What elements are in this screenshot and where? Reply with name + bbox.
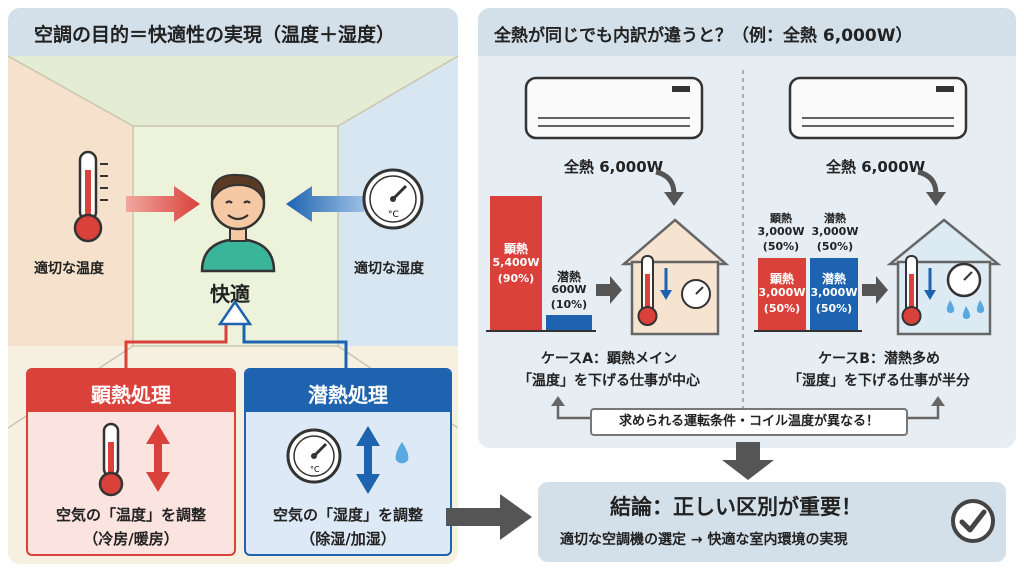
case-a-bar2-name: 潜熱	[556, 270, 581, 284]
latent-heat-line2: （除湿/加湿）	[300, 530, 396, 548]
right-panel: 全熱が同じでも内訳が違うと？（例：全熱 6,000W） 全熱 6,000W 顕熱…	[478, 8, 1016, 448]
case-b-top2-name: 潜熱	[824, 212, 846, 225]
sensible-heat-line1: 空気の「温度」を調整	[55, 506, 206, 524]
case-a-bar1-pct: (90%)	[497, 272, 535, 285]
latent-heat-line1: 空気の「湿度」を調整	[272, 506, 423, 524]
right-panel-title: 全熱が同じでも内訳が違うと？（例：全熱 6,000W）	[494, 26, 913, 46]
latent-heat-box: 潜熱処理 °C 空気の「湿度」を調整 （除湿/加湿）	[244, 368, 452, 556]
case-a-bar-latent	[546, 315, 592, 330]
temp-label: 適切な温度	[34, 261, 104, 277]
latent-icons: °C	[286, 426, 409, 494]
case-b-curved-arrow	[917, 169, 946, 206]
case-b-top2-value: 3,000W	[811, 225, 859, 238]
case-a-bar-sensible	[490, 196, 542, 330]
case-b-bar1-value: 3,000W	[758, 286, 806, 299]
case-b-bar-latent	[810, 258, 858, 330]
case-b-baseline	[754, 330, 862, 332]
connector-arrows	[124, 299, 348, 376]
note-box: 求められる運転条件・コイル温度が異なる！	[590, 408, 908, 436]
case-a-baseline	[486, 330, 596, 332]
case-a-bar2-value: 600W	[551, 283, 587, 296]
left-to-conclusion-arrow	[446, 494, 532, 540]
case-b-top1-name: 顕熱	[770, 212, 792, 225]
comfort-label: 快適	[210, 282, 250, 306]
case-a-total: 全熱 6,000W	[564, 158, 664, 176]
sensible-icons	[98, 422, 170, 497]
humidity-gauge-icon: °C	[362, 168, 424, 230]
air-conditioner-a-icon	[524, 76, 704, 140]
left-panel-title-bar	[8, 8, 458, 56]
case-b-top2-pct: (50%)	[816, 240, 854, 253]
case-a-bar1-value: 5,400W	[492, 256, 540, 269]
humidity-label: 適切な湿度	[354, 261, 424, 277]
conclusion-box: 結論：正しい区別が重要！ 適切な空調機の選定 → 快適な室内環境の実現	[538, 482, 1006, 562]
case-b-right-arrow	[862, 276, 888, 304]
case-a-caption1: ケースA：顕熱メイン	[540, 351, 678, 367]
house-b-icon	[886, 218, 1002, 336]
case-b-bar2-pct: (50%)	[815, 302, 853, 315]
case-b-bar-sensible	[758, 258, 806, 330]
case-b-total: 全熱 6,000W	[826, 158, 926, 176]
svg-text:°C: °C	[388, 210, 399, 220]
house-a-icon	[620, 218, 730, 336]
latent-heat-header	[246, 370, 450, 412]
person-icon	[200, 173, 276, 273]
red-arrow-icon	[126, 186, 200, 222]
check-icon	[951, 499, 995, 543]
sensible-heat-title: 顕熱処理	[91, 383, 171, 407]
latent-heat-title: 潜熱処理	[308, 383, 388, 407]
case-b-bar1-name: 顕熱	[769, 272, 794, 286]
left-panel: 空調の目的＝快適性の実現（温度＋湿度） 適切な温度 快適 °C	[8, 8, 458, 564]
conclusion-title: 結論：正しい区別が重要！	[610, 495, 862, 519]
conclusion-subtitle: 適切な空調機の選定 → 快適な室内環境の実現	[560, 532, 848, 548]
case-divider	[742, 70, 744, 430]
down-arrow-icon	[722, 442, 774, 480]
case-a-right-arrow	[596, 276, 622, 304]
left-panel-title: 空調の目的＝快適性の実現（温度＋湿度）	[34, 24, 396, 46]
sensible-heat-header	[28, 370, 234, 412]
case-b-bar2-value: 3,000W	[810, 286, 858, 299]
case-b-top1-pct: (50%)	[762, 240, 800, 253]
case-a-bar1-name: 顕熱	[503, 242, 528, 256]
air-conditioner-b-icon	[788, 76, 968, 140]
case-b-top1-value: 3,000W	[757, 225, 805, 238]
case-a-curved-arrow	[655, 169, 684, 206]
case-a-caption2: 「温度」を下げる仕事が中心	[518, 373, 700, 389]
thermometer-icon	[73, 150, 108, 243]
sensible-heat-box: 顕熱処理 空気の「温度」を調整 （冷房/暖房）	[26, 368, 236, 556]
blue-arrow-icon	[286, 186, 364, 222]
sensible-heat-line2: （冷房/暖房）	[83, 530, 179, 548]
note-bracket	[551, 396, 945, 420]
case-b-caption2: 「湿度」を下げる仕事が半分	[788, 373, 970, 389]
right-panel-title-bar	[478, 8, 1016, 56]
svg-text:°C: °C	[310, 465, 320, 474]
case-b-caption1: ケースB：潜熱多め	[818, 351, 940, 367]
case-b-bar2-name: 潜熱	[821, 272, 846, 286]
case-a-bar2-pct: (10%)	[550, 298, 588, 311]
case-b-bar1-pct: (50%)	[763, 302, 801, 315]
